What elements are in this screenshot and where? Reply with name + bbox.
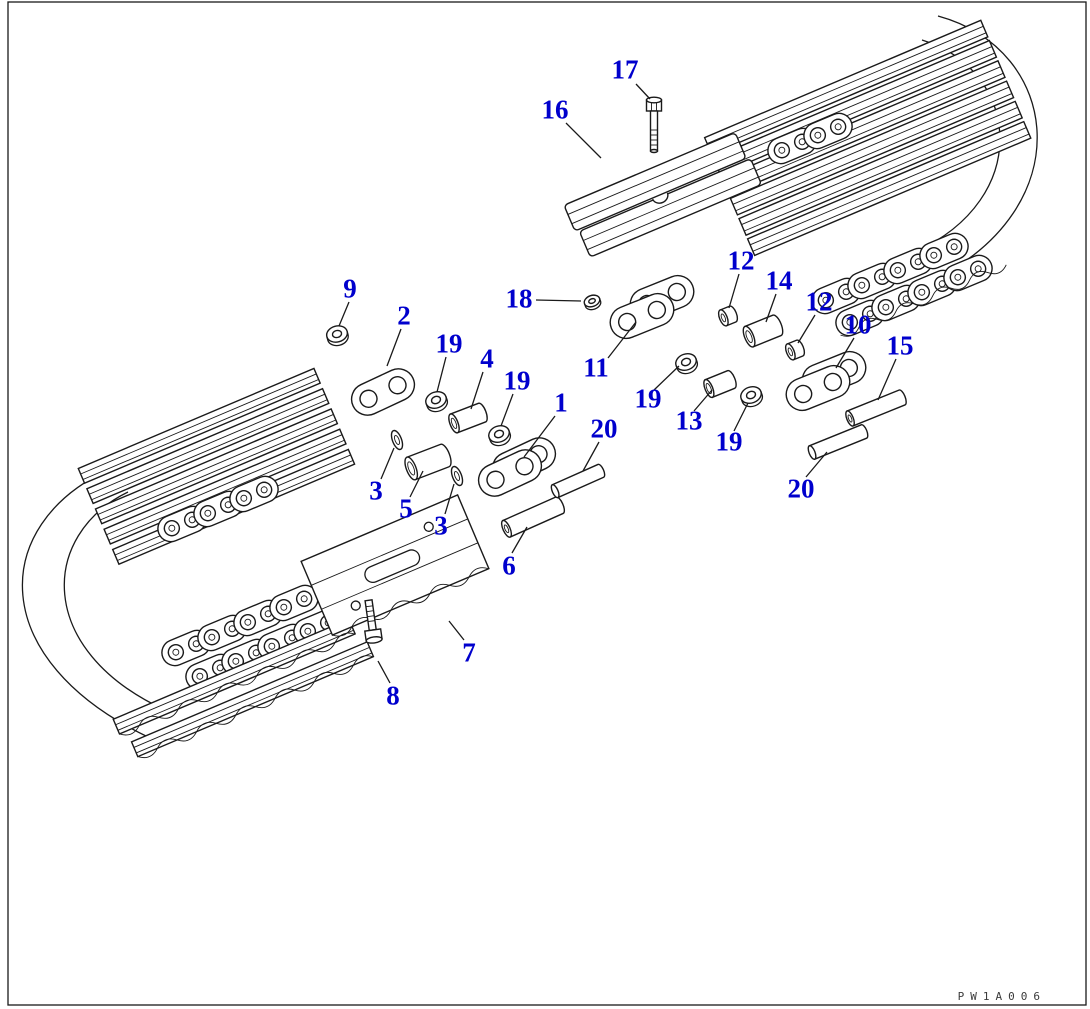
part-17-bolt <box>645 96 663 154</box>
callout-6: 6 <box>502 550 516 581</box>
callout-14: 14 <box>765 265 793 296</box>
callout-10: 10 <box>844 309 872 340</box>
callout-7: 7 <box>462 637 476 668</box>
part-12-collar-1 <box>715 304 741 328</box>
callout-2: 2 <box>397 300 411 331</box>
part-20-pin-1 <box>550 463 606 499</box>
callout-19-2: 19 <box>503 365 531 396</box>
callout-17: 17 <box>611 54 639 85</box>
part-3-ring-1 <box>388 428 406 452</box>
part-7-track-shoe <box>300 494 490 637</box>
callout-8: 8 <box>386 680 400 711</box>
part-13-bushing <box>703 369 737 399</box>
callout-20-1: 20 <box>590 413 618 444</box>
callout-11: 11 <box>583 352 609 383</box>
drawing-frame <box>7 1 1087 1006</box>
callout-18: 18 <box>505 283 533 314</box>
part-9-nut <box>324 322 351 349</box>
callout-19-4: 19 <box>715 426 743 457</box>
leader-lines <box>338 83 897 684</box>
callout-19-1: 19 <box>435 328 463 359</box>
part-11-master-link <box>604 270 700 344</box>
callout-4: 4 <box>480 343 494 374</box>
part-20-pin-2 <box>807 424 869 461</box>
part-14-bushing <box>742 314 784 348</box>
callout-1: 1 <box>554 387 568 418</box>
part-19-nut-3 <box>672 350 701 378</box>
part-6-pin <box>500 496 566 538</box>
callout-9: 9 <box>343 273 357 304</box>
part-19-nut-1 <box>422 388 451 416</box>
part-4-bushing <box>448 402 488 434</box>
callout-12-1: 12 <box>727 245 755 276</box>
part-15-pin <box>845 389 907 427</box>
part-19-nut-2 <box>485 422 514 450</box>
callout-15: 15 <box>886 330 914 361</box>
part-1-link <box>472 431 562 503</box>
part-19-nut-4 <box>737 383 766 411</box>
callout-20-2: 20 <box>787 473 815 504</box>
callout-3-2: 3 <box>434 510 448 541</box>
part-3-ring-2 <box>448 464 466 488</box>
lower-track-shoes <box>77 367 356 565</box>
part-5-bushing <box>404 443 452 481</box>
part-12-collar-2 <box>782 338 808 362</box>
lower-track-plates <box>112 618 375 759</box>
callout-19-3: 19 <box>634 383 662 414</box>
drawing-code: PW1A006 <box>957 990 1046 1003</box>
part-8-bolt <box>364 599 383 644</box>
callout-3-1: 3 <box>369 475 383 506</box>
callout-13: 13 <box>675 405 703 436</box>
part-2-link <box>345 362 421 422</box>
callout-16: 16 <box>541 94 569 125</box>
track-assembly-upper-right <box>703 15 1038 341</box>
part-18-plug <box>583 294 602 311</box>
callout-5: 5 <box>399 493 413 524</box>
part-16-track-shoe <box>564 133 761 257</box>
callout-12-2: 12 <box>805 286 833 317</box>
upper-track-shoes <box>703 19 1032 257</box>
track-assembly-lower-left <box>21 367 375 759</box>
